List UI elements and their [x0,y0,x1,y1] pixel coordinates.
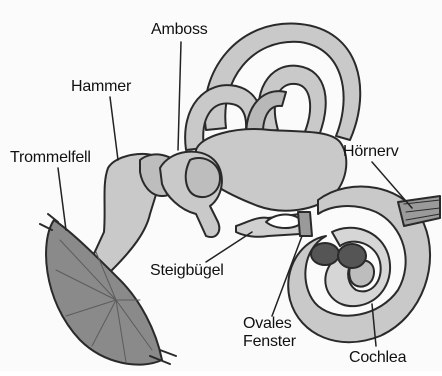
round-window-blob-2 [338,244,366,268]
label-amboss: Amboss [151,21,208,39]
label-hoernerv: Hörnerv [343,143,399,161]
label-ovales-line1: Ovales [243,315,296,333]
label-steigbuegel: Steigbügel [150,262,224,280]
oval-window [298,212,312,236]
leader-trommelfell [58,168,66,230]
leader-hammer [110,97,118,160]
stapes-arch [266,215,302,229]
label-trommelfell: Trommelfell [10,149,91,167]
incus-body [186,158,220,197]
label-cochlea: Cochlea [349,349,406,367]
leader-amboss [178,42,181,150]
label-ovales-line2: Fenster [243,333,296,351]
round-window-blob-1 [311,243,339,265]
label-ovales-fenster: Ovales Fenster [243,315,296,351]
label-hammer: Hammer [71,78,131,96]
